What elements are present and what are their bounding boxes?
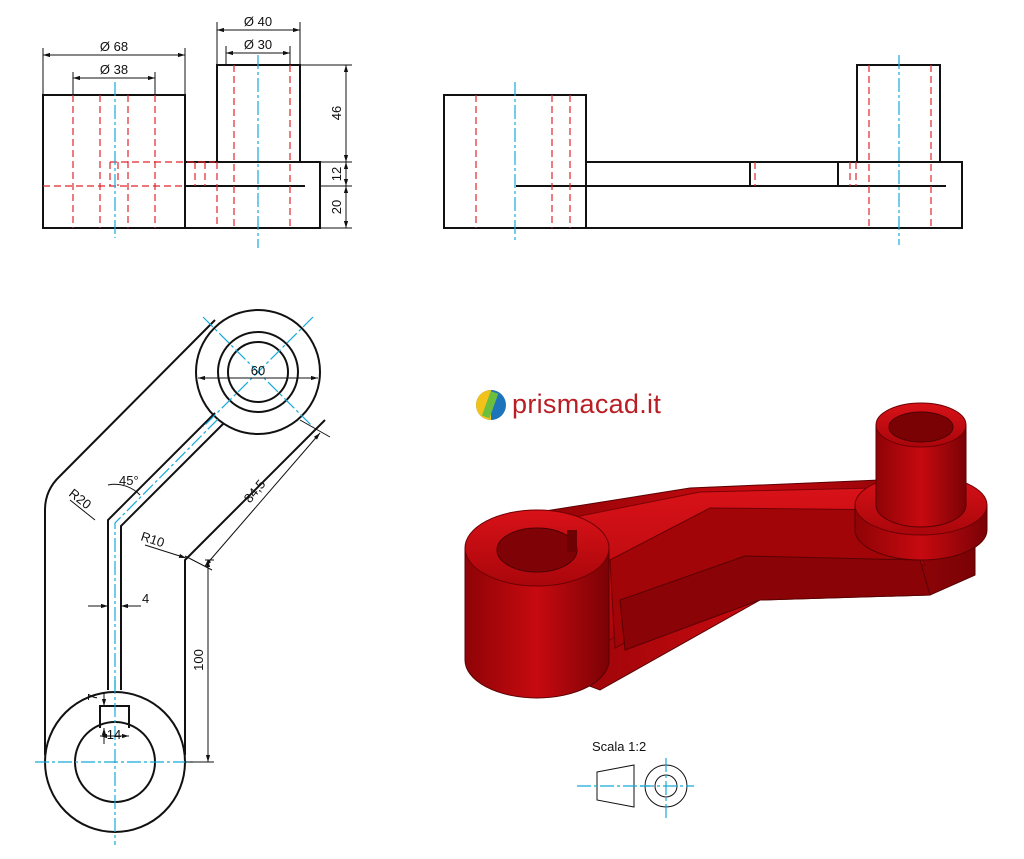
brand-name: prismacad.it	[512, 389, 661, 419]
dim-outer-diameter-left: Ø 68	[100, 39, 128, 54]
dim-keyway-width: 14	[107, 727, 121, 742]
dim-height-arm: 12	[329, 167, 344, 181]
dim-outer-diameter-right: Ø 40	[244, 14, 272, 29]
dim-radius-large: R20	[66, 486, 94, 513]
dim-height-base: 20	[329, 200, 344, 214]
dim-keyway-depth: 7	[85, 693, 100, 700]
front-view: Ø 68 Ø 38 Ø 40 Ø 30 46 12 20	[42, 14, 352, 248]
isometric-render	[464, 402, 988, 699]
brand-logo: prismacad.it	[476, 389, 661, 420]
top-view: 60 45° R20 R10 84,5 100 4	[35, 309, 331, 845]
dim-vertical-length: 100	[191, 649, 206, 671]
dim-inner-diameter-right: Ø 30	[244, 37, 272, 52]
dim-angle: 45°	[119, 473, 139, 488]
dim-inner-diameter-left: Ø 38	[100, 62, 128, 77]
dim-radius-small: R10	[139, 529, 166, 551]
scale-label: Scala 1:2	[592, 739, 646, 754]
dim-rib-thickness: 4	[142, 591, 149, 606]
projection-symbol: Scala 1:2	[577, 739, 694, 820]
side-view	[443, 55, 963, 245]
dim-height-boss: 46	[329, 106, 344, 120]
dim-boss-diameter: 60	[251, 363, 265, 378]
